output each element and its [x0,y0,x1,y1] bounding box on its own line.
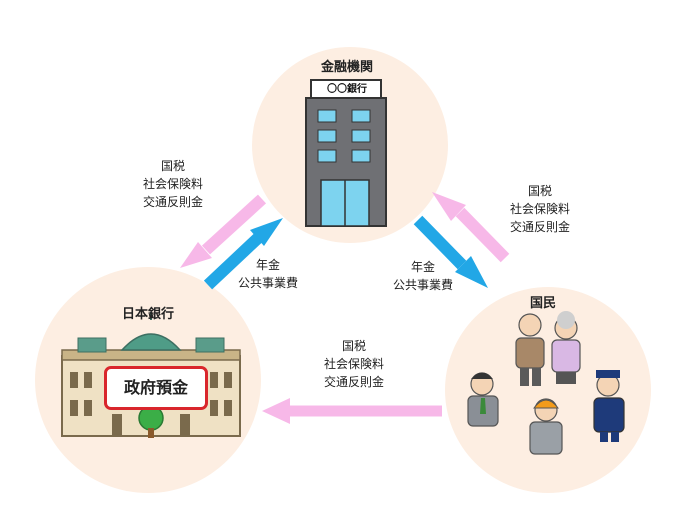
flow-label-citizens-to-fin-pink: 国税 社会保険料 交通反則金 [495,182,585,236]
boj-title: 日本銀行 [122,307,175,322]
flow-item: 交通反則金 [142,195,203,209]
flow-label-citizens-to-boj-pink: 国税 社会保険料 交通反則金 [309,337,399,391]
arrow-fin-to-boj-pink [180,194,267,268]
flow-item: 社会保険料 [142,177,203,191]
government-deposit-box: 政府預金 [104,366,208,410]
flow-label-boj-to-fin-blue: 年金 公共事業費 [228,256,308,292]
flow-item: 年金 [255,258,280,272]
citizens-icon [467,311,625,455]
bank-building-icon [305,79,387,227]
flow-label-fin-to-citizens-blue: 年金 公共事業費 [383,258,463,294]
flow-item: 公共事業費 [392,278,453,292]
flow-item: 公共事業費 [237,276,298,290]
arrow-fin-to-citizens-blue [413,215,488,288]
arrow-boj-to-fin-blue [203,218,283,290]
flow-item: 国税 [527,184,552,198]
citizens-circle [445,287,651,493]
flow-item: 国税 [160,159,185,173]
flow-item: 社会保険料 [323,357,384,371]
flow-item: 国税 [341,339,366,353]
arrow-citizens-to-fin-pink [432,192,510,263]
flow-item: 交通反則金 [509,220,570,234]
citizens-title: 国民 [530,296,557,311]
flow-label-boj-to-fin-pink: 国税 社会保険料 交通反則金 [128,157,218,211]
financial-institution-title: 金融機関 [321,60,374,75]
flow-item: 交通反則金 [323,375,384,389]
bank-sign: 〇〇銀行 [327,84,367,95]
flow-item: 年金 [410,260,435,274]
flow-item: 社会保険料 [509,202,570,216]
arrow-citizens-to-boj-pink [262,398,442,424]
